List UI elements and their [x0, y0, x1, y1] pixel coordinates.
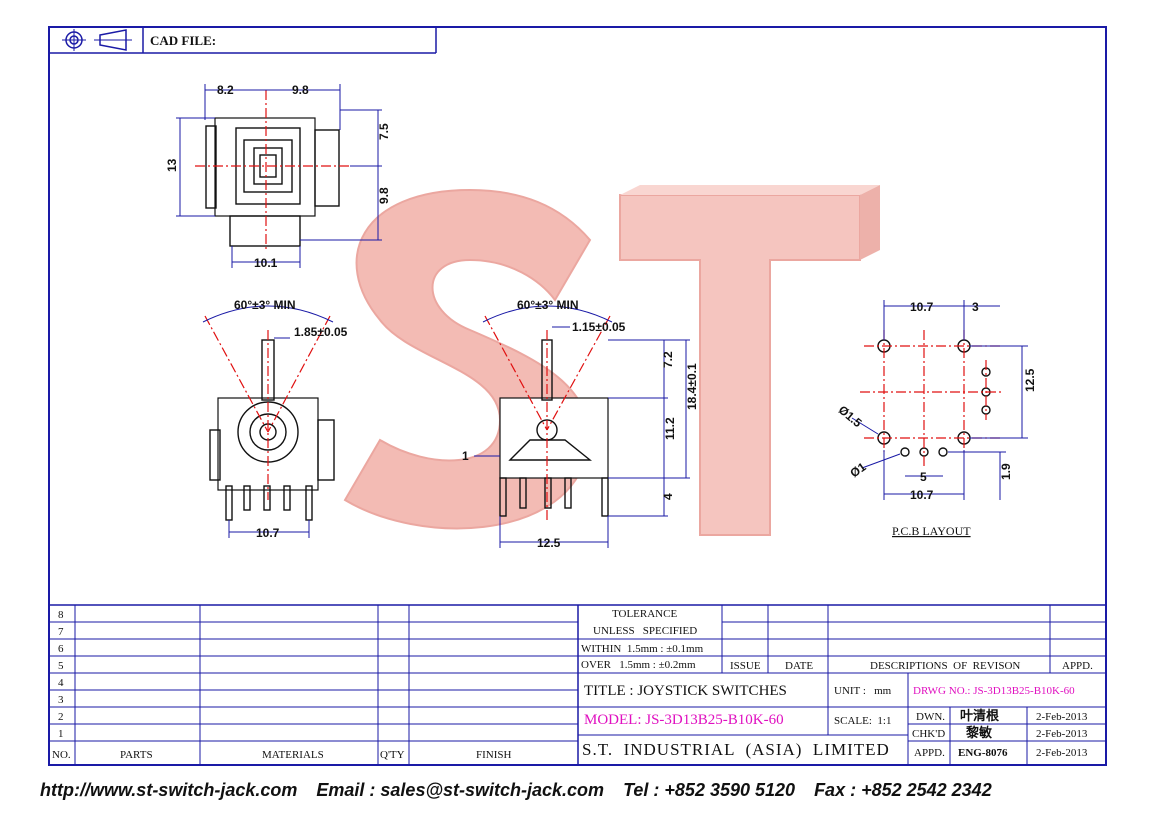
top-dim-height: 13	[165, 158, 179, 172]
title-block: 8 7 6 5 4 3 2 1 NO. PARTS MATERIALS Q'TY…	[49, 604, 1106, 765]
side-offset: 1	[462, 449, 469, 463]
side-h-pin: 4	[661, 493, 675, 500]
appd-label: APPD.	[1062, 660, 1093, 672]
issue-label: ISSUE	[730, 660, 761, 672]
dwn-label: DWN.	[916, 711, 945, 723]
chkd-date: 2-Feb-2013	[1036, 728, 1088, 740]
side-shaft: 1.15±0.05	[572, 320, 626, 334]
appd-name: ENG-8076	[958, 747, 1008, 759]
row-label-5: 5	[58, 660, 64, 672]
pcb-bottom-offset: 1.9	[999, 463, 1013, 480]
side-width: 12.5	[537, 536, 561, 550]
row-label-6: 6	[58, 643, 64, 655]
drawing-title: TITLE : JOYSTICK SWITCHES	[584, 683, 787, 699]
appd-date: 2-Feb-2013	[1036, 747, 1088, 759]
pcb-layout: 10.7 3 12.5 Ø1.5 Ø1 5 10.7 1.9 P.C.B LAY…	[836, 300, 1037, 538]
row-label-2: 2	[58, 711, 64, 723]
telephone-text: Tel : +852 3590 5120	[623, 780, 796, 800]
side-h-mid: 11.2	[663, 417, 677, 440]
col-parts: PARTS	[120, 749, 153, 761]
contact-footer: http://www.st-switch-jack.com Email : sa…	[40, 780, 1140, 801]
row-label-8: 8	[58, 609, 64, 621]
top-dim-right: 9.8	[292, 83, 309, 97]
col-finish: FINISH	[476, 749, 512, 761]
pcb-bottom-pitch: 10.7	[910, 488, 934, 502]
projection-symbol-icon	[62, 29, 132, 51]
tolerance-label: TOLERANCE	[612, 608, 677, 620]
company-name: S.T. INDUSTRIAL (ASIA) LIMITED	[582, 740, 890, 759]
front-view: 60°±3° MIN 1.85±0.05 10.7	[202, 298, 348, 540]
website-link[interactable]: http://www.st-switch-jack.com	[40, 780, 298, 800]
chkd-label: CHK'D	[912, 728, 945, 740]
descriptions-label: DESCRIPTIONS OF REVISON	[870, 660, 1020, 672]
dwn-date: 2-Feb-2013	[1036, 711, 1088, 723]
st-watermark-logo	[343, 185, 880, 536]
row-label-7: 7	[58, 626, 64, 638]
row-label-3: 3	[58, 694, 64, 706]
pcb-layout-title: P.C.B LAYOUT	[892, 524, 971, 538]
top-dim-upper: 7.5	[377, 123, 391, 140]
front-pitch: 10.7	[256, 526, 280, 540]
tolerance-within: WITHIN 1.5mm : ±0.1mm	[581, 643, 704, 655]
chkd-name: 黎敏	[966, 725, 993, 740]
col-materials: MATERIALS	[262, 749, 324, 761]
side-view: 60°±3° MIN 1.15±0.05 7.2 11.2 18.4±0.1 4…	[462, 298, 699, 550]
pcb-top-pitch: 10.7	[910, 300, 934, 314]
unless-specified-label: UNLESS SPECIFIED	[593, 625, 697, 637]
pcb-height: 12.5	[1023, 368, 1037, 392]
date-label: DATE	[785, 660, 813, 672]
appd-row-label: APPD.	[914, 747, 945, 759]
email-link[interactable]: Email : sales@st-switch-jack.com	[316, 780, 605, 800]
unit-label: UNIT : mm	[834, 685, 892, 697]
side-h-top: 7.2	[661, 351, 675, 368]
top-view: 8.2 9.8 13 7.5 9.8 10.1	[165, 83, 391, 270]
front-shaft: 1.85±0.05	[294, 325, 348, 339]
top-dim-left: 8.2	[217, 83, 234, 97]
col-no: NO.	[52, 749, 71, 761]
top-dim-bottom: 10.1	[254, 256, 278, 270]
drawing-sheet: CAD FILE: 8.2 9.8 13 7.5 9.8	[48, 26, 1107, 766]
fax-text: Fax : +852 2542 2342	[814, 780, 992, 800]
scale-label: SCALE: 1:1	[834, 715, 891, 727]
pcb-pin-pitch: 5	[920, 470, 927, 484]
col-qty: Q'TY	[380, 749, 405, 761]
pcb-top-offset: 3	[972, 300, 979, 314]
side-angle: 60°±3° MIN	[517, 298, 579, 312]
cad-file-label: CAD FILE:	[150, 33, 216, 48]
pcb-hole-small: Ø1	[847, 459, 868, 480]
model-number: MODEL: JS-3D13B25-B10K-60	[584, 712, 784, 728]
row-label-4: 4	[58, 677, 64, 689]
front-angle: 60°±3° MIN	[234, 298, 296, 312]
pcb-hole-large: Ø1.5	[836, 403, 865, 431]
row-label-1: 1	[58, 728, 64, 740]
tolerance-over: OVER 1.5mm : ±0.2mm	[581, 659, 696, 671]
side-h-total: 18.4±0.1	[685, 363, 699, 410]
dwn-name: 叶清根	[960, 708, 1000, 723]
drawing-number: DRWG NO.: JS-3D13B25-B10K-60	[913, 685, 1075, 697]
top-dim-lower: 9.8	[377, 187, 391, 204]
